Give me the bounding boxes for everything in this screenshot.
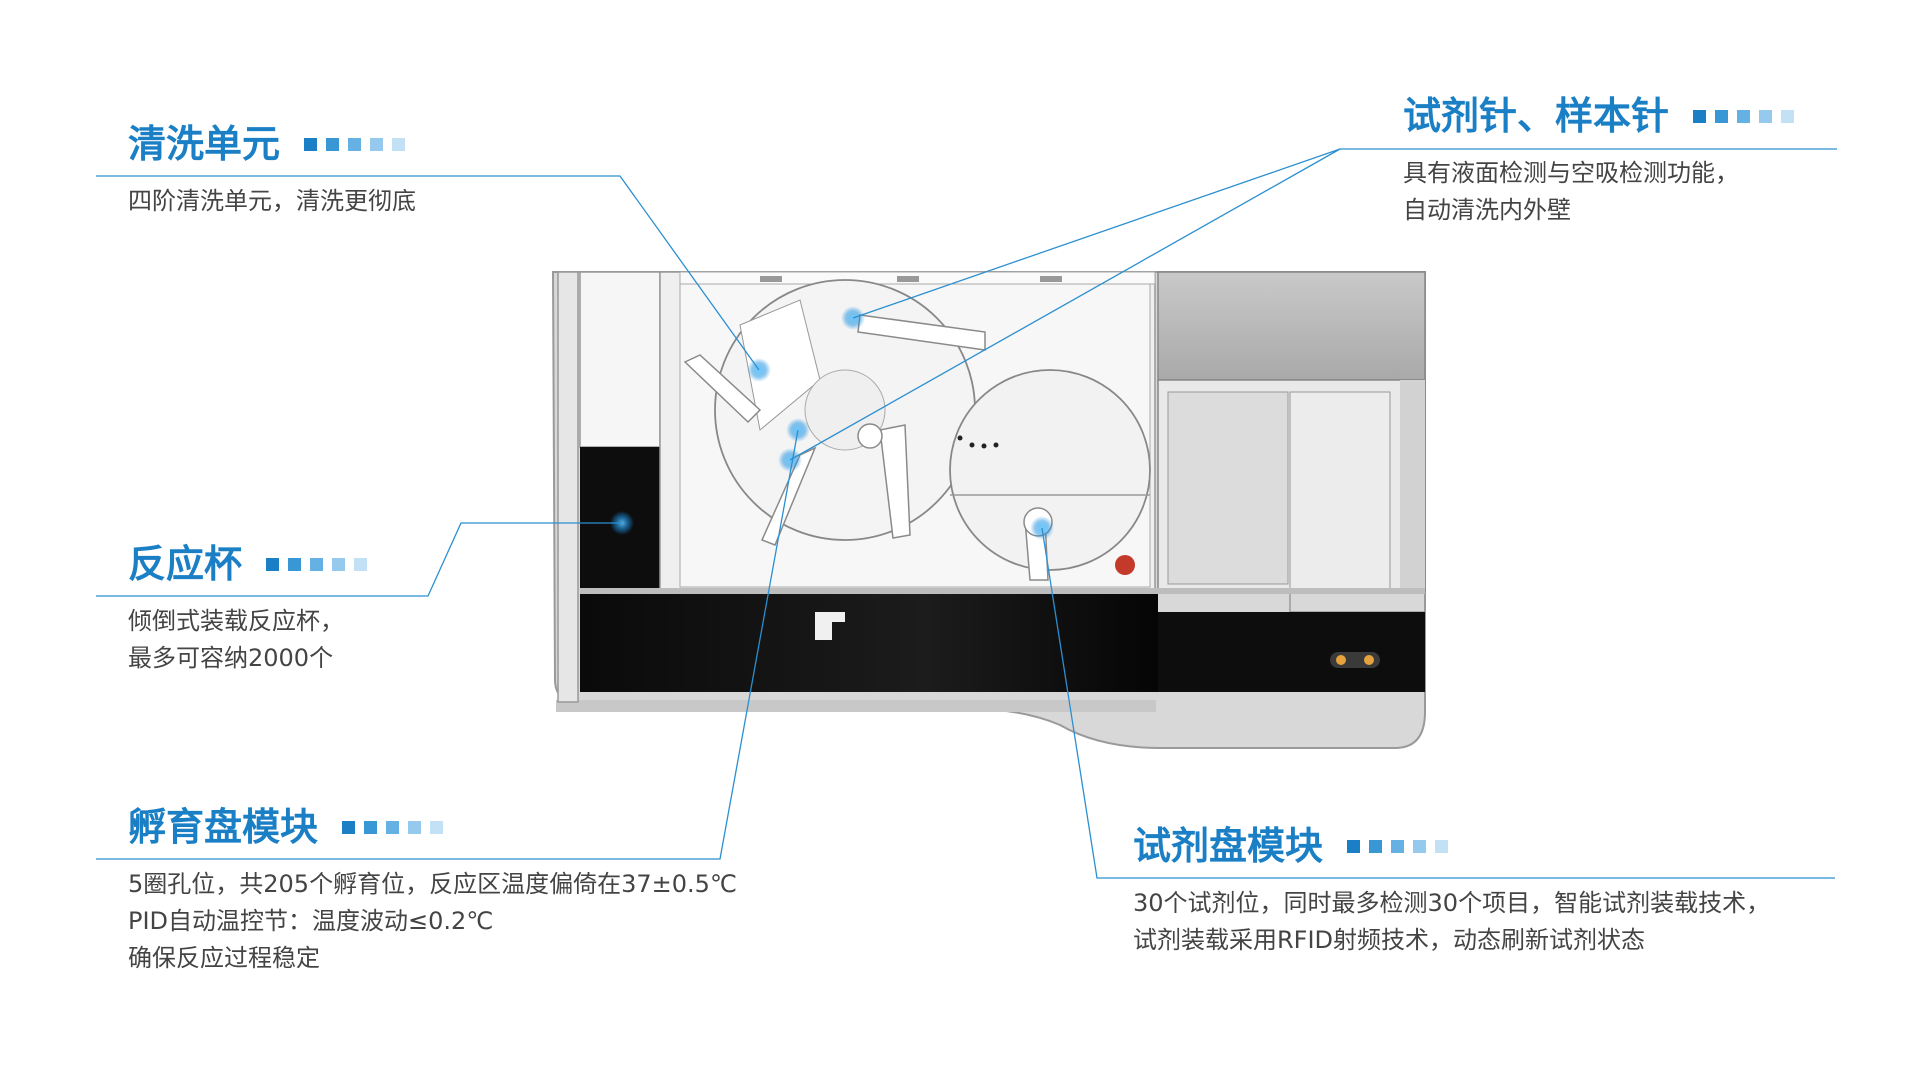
leader-lines [96,148,1837,879]
reagent-description: 30个试剂位，同时最多检测30个项目，智能试剂装载技术， 试剂装载采用RFID射… [1133,885,1770,959]
decorative-dots [1347,839,1449,853]
probe-title-text: 试剂针、样本针 [1403,94,1670,138]
cuvette-description: 倾倒式装载反应杯， 最多可容纳2000个 [128,603,367,677]
decorative-dots [304,137,406,151]
wash-line-1: 四阶清洗单元，清洗更彻底 [128,187,416,215]
incubation-line-2: PID自动温控节：温度波动≤0.2℃ [128,907,494,935]
reagent-line-2: 试剂装载采用RFID射频技术，动态刷新试剂状态 [1133,926,1646,954]
wash-title-text: 清洗单元 [128,122,281,166]
callout-incubation: 孵育盘模块 5圈孔位，共205个孵育位，反应区温度偏倚在37±0.5℃ PID自… [128,808,737,977]
callout-wash-title: 清洗单元 [128,125,416,163]
incubation-description: 5圈孔位，共205个孵育位，反应区温度偏倚在37±0.5℃ PID自动温控节：温… [128,866,737,977]
cuvette-title-text: 反应杯 [128,542,243,586]
callout-probe: 试剂针、样本针 具有液面检测与空吸检测功能， 自动清洗内外壁 [1403,94,1795,229]
callout-reagent: 试剂盘模块 30个试剂位，同时最多检测30个项目，智能试剂装载技术， 试剂装载采… [1133,827,1770,959]
callout-wash: 清洗单元 四阶清洗单元，清洗更彻底 [128,125,416,220]
cuvette-line-1: 倾倒式装载反应杯， [128,607,344,635]
decorative-dots [342,820,444,834]
callout-probe-title: 试剂针、样本针 [1403,94,1795,138]
callout-incubation-title: 孵育盘模块 [128,808,737,846]
callout-cuvette: 反应杯 倾倒式装载反应杯， 最多可容纳2000个 [128,542,368,677]
reagent-title-text: 试剂盘模块 [1133,824,1324,868]
reagent-plate [949,369,1151,575]
wash-description: 四阶清洗单元，清洗更彻底 [128,183,416,220]
incubation-line-1: 5圈孔位，共205个孵育位，反应区温度偏倚在37±0.5℃ [128,870,737,898]
probe-line-2: 自动清洗内外壁 [1403,196,1571,224]
incubation-title-text: 孵育盘模块 [128,805,319,849]
callout-reagent-title: 试剂盘模块 [1133,827,1770,865]
decorative-dots [1693,109,1795,123]
probe-line-1: 具有液面检测与空吸检测功能， [1403,159,1739,187]
cuvette-line-2: 最多可容纳2000个 [128,644,334,672]
callout-cuvette-title: 反应杯 [128,542,368,586]
probe-description: 具有液面检测与空吸检测功能， 自动清洗内外壁 [1403,155,1794,229]
incubation-line-3: 确保反应过程稳定 [128,944,320,972]
decorative-dots [266,557,368,571]
reagent-line-1: 30个试剂位，同时最多检测30个项目，智能试剂装载技术， [1133,889,1771,917]
